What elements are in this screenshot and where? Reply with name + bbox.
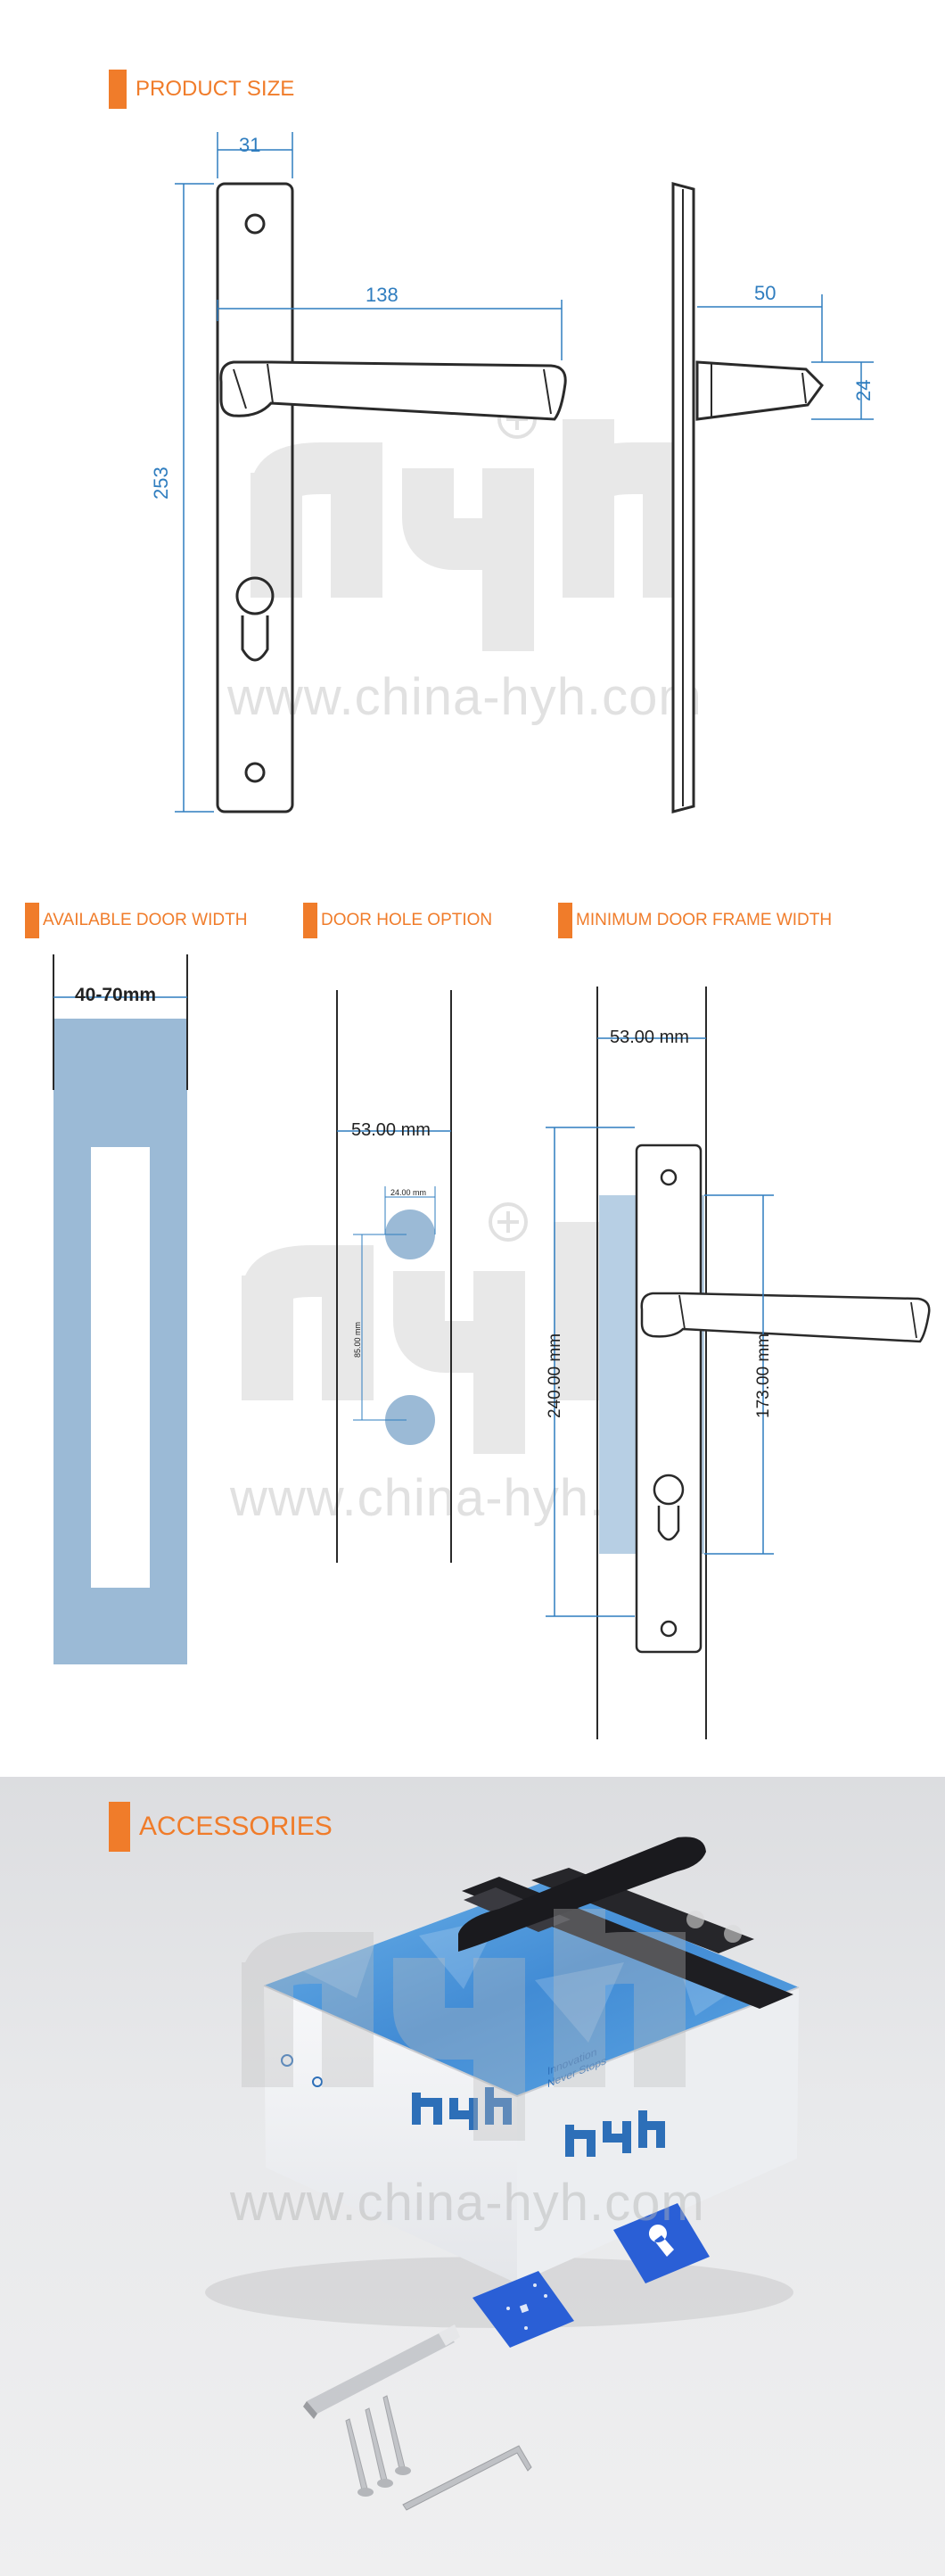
minimum-door-frame-width-heading: MINIMUM DOOR FRAME WIDTH xyxy=(576,911,833,929)
section-title-product-size: PRODUCT SIZE xyxy=(109,70,294,109)
minimum-door-frame-diagram xyxy=(546,987,931,1739)
accessories-heading: ACCESSORIES xyxy=(139,1812,333,1841)
section-title-accessories: ACCESSORIES xyxy=(109,1802,333,1852)
door-hole-option-heading: DOOR HOLE OPTION xyxy=(321,911,493,929)
section-title-available-door-width: AVAILABLE DOOR WIDTH xyxy=(25,903,247,938)
available-door-width-diagram xyxy=(53,954,188,1664)
product-size-heading: PRODUCT SIZE xyxy=(136,77,295,101)
dim-projection: 50 xyxy=(754,282,777,304)
hole-spacing-label: 53.00 mm xyxy=(351,1120,431,1140)
accent-bar xyxy=(558,903,572,938)
dim-plate-width: 31 xyxy=(239,134,261,156)
handle-front-view xyxy=(175,132,567,813)
door-hole-option-diagram xyxy=(336,990,452,1563)
accent-bar xyxy=(25,903,39,938)
watermark-url: www.china-hyh.com xyxy=(230,2174,705,2232)
available-door-width-heading: AVAILABLE DOOR WIDTH xyxy=(43,911,248,929)
accent-bar xyxy=(109,1802,130,1852)
section-title-minimum-door-frame-width: MINIMUM DOOR FRAME WIDTH xyxy=(558,903,832,938)
accent-bar xyxy=(109,70,127,109)
watermark-url: www.china-hyh.com xyxy=(227,668,703,726)
door-width-range: 40-70mm xyxy=(75,985,157,1005)
section-title-door-hole-option: DOOR HOLE OPTION xyxy=(303,903,492,938)
handle-side-view xyxy=(671,182,874,813)
hyh-watermark-logo xyxy=(242,1909,686,2141)
accent-bar xyxy=(303,903,317,938)
hole-diameter-label: 24.00 mm xyxy=(390,1188,427,1197)
dim-lever-length: 138 xyxy=(366,284,399,306)
hyh-watermark-logo xyxy=(242,1202,686,1454)
frame-width-label: 53.00 mm xyxy=(610,1028,689,1047)
